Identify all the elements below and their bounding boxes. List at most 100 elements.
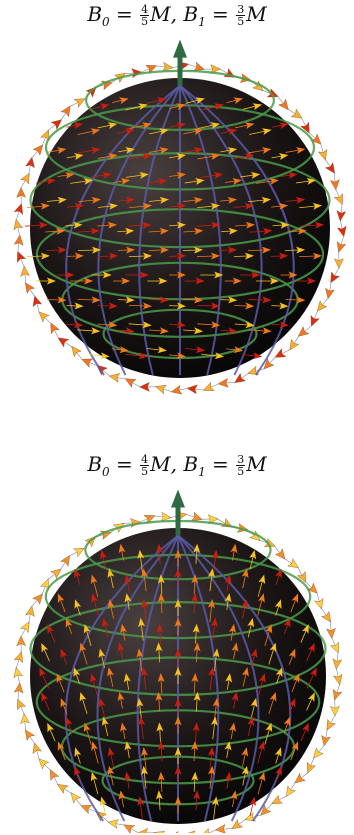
vector-field-arrow-icon bbox=[47, 119, 63, 132]
vector-field-arrow-icon bbox=[149, 128, 169, 136]
vector-field-arrow-icon bbox=[220, 128, 238, 136]
vector-field-arrow-icon bbox=[147, 177, 168, 185]
vector-field-arrow-icon bbox=[286, 227, 307, 235]
vector-field-arrow-icon bbox=[41, 692, 50, 711]
vector-field-arrow-icon bbox=[70, 177, 94, 185]
vector-field-arrow-icon bbox=[79, 642, 88, 665]
vector-field-arrow-icon bbox=[77, 327, 101, 335]
longitude-line bbox=[179, 84, 263, 376]
vector-field-arrow-icon bbox=[249, 227, 273, 235]
vector-field-arrow-icon bbox=[77, 246, 101, 254]
vector-field-arrow-icon bbox=[107, 667, 114, 687]
vector-field-arrow-icon bbox=[168, 321, 186, 329]
vector-field-arrow-icon bbox=[90, 673, 98, 696]
vector-field-arrow-icon bbox=[91, 271, 112, 279]
vector-field-arrow-icon bbox=[241, 599, 249, 619]
vector-field-arrow-icon bbox=[101, 617, 109, 638]
vector-field-arrow-icon bbox=[247, 617, 255, 638]
vector-field-arrow-icon bbox=[208, 765, 215, 789]
vector-field-arrow-icon bbox=[280, 271, 298, 279]
vector-field-arrow-icon bbox=[210, 617, 218, 641]
vector-field-arrow-icon bbox=[57, 593, 66, 613]
vector-field-arrow-icon bbox=[276, 95, 289, 111]
vector-field-arrow-icon bbox=[155, 691, 163, 712]
vector-field-arrow-icon bbox=[193, 642, 201, 663]
vector-field-arrow-icon bbox=[141, 747, 149, 770]
vector-field-arrow-icon bbox=[78, 196, 101, 204]
vector-field-arrow-icon bbox=[66, 252, 84, 260]
vector-field-arrow-icon bbox=[117, 246, 135, 254]
vector-field-arrow-icon bbox=[174, 648, 182, 666]
vector-field-arrow-icon bbox=[17, 250, 27, 268]
vector-field-arrow-icon bbox=[274, 348, 291, 358]
vector-field-arrow-icon bbox=[156, 722, 164, 743]
longitude-line bbox=[136, 535, 179, 822]
vector-field-arrow-icon bbox=[211, 796, 219, 820]
vector-field-arrow-icon bbox=[168, 831, 181, 833]
vector-field-arrow-icon bbox=[336, 203, 347, 222]
vector-field-arrow-icon bbox=[231, 691, 239, 709]
sphere-field-plot bbox=[13, 489, 343, 833]
vector-field-arrow-icon bbox=[337, 235, 347, 253]
vector-field-arrow-icon bbox=[138, 617, 146, 641]
vector-field-arrow-icon bbox=[333, 683, 343, 701]
vector-field-arrow-icon bbox=[66, 153, 84, 160]
vector-field-arrow-icon bbox=[35, 177, 56, 185]
vector-field-arrow-icon bbox=[275, 766, 282, 783]
vector-field-arrow-icon bbox=[169, 153, 186, 160]
vector-field-arrow-icon bbox=[271, 302, 289, 310]
vector-field-arrow-icon bbox=[191, 673, 199, 694]
vector-field-arrow-icon bbox=[74, 599, 82, 616]
vector-field-arrow-icon bbox=[13, 651, 23, 669]
vector-field-arrow-icon bbox=[283, 618, 291, 635]
longitude-line bbox=[179, 85, 222, 376]
vector-field-arrow-icon bbox=[220, 196, 237, 204]
vector-field-arrow-icon bbox=[117, 147, 135, 154]
vector-field-arrow-icon bbox=[157, 741, 165, 762]
vector-field-arrow-icon bbox=[97, 252, 118, 260]
vector-field-arrow-icon bbox=[148, 327, 169, 335]
vector-field-arrow-icon bbox=[326, 714, 336, 731]
vector-field-arrow-icon bbox=[124, 741, 132, 758]
vector-field-arrow-icon bbox=[90, 103, 110, 111]
vector-field-arrow-icon bbox=[197, 302, 221, 310]
vector-field-arrow-icon bbox=[193, 790, 201, 811]
vector-field-arrow-icon bbox=[255, 277, 279, 285]
vector-field-arrow-icon bbox=[226, 97, 244, 105]
vector-field-arrow-icon bbox=[257, 741, 265, 764]
vector-field-arrow-icon bbox=[170, 385, 189, 395]
vector-field-arrow-icon bbox=[296, 566, 307, 583]
longitude-line bbox=[177, 534, 260, 822]
vector-field-arrow-icon bbox=[77, 296, 101, 304]
vector-field-arrow-icon bbox=[314, 591, 324, 610]
vector-field-arrow-icon bbox=[249, 549, 257, 570]
vector-field-arrow-icon bbox=[79, 691, 88, 715]
vector-field-arrow-icon bbox=[271, 252, 289, 260]
vector-field-arrow-icon bbox=[91, 593, 99, 616]
vector-field-arrow-icon bbox=[174, 796, 182, 814]
vector-field-arrow-icon bbox=[74, 766, 81, 783]
vector-field-arrow-icon bbox=[77, 147, 101, 154]
vector-field-arrow-icon bbox=[66, 122, 83, 130]
longitude-line bbox=[177, 535, 220, 822]
vector-field-arrow-icon bbox=[17, 698, 27, 716]
vector-field-arrow-icon bbox=[234, 372, 250, 384]
vector-field-arrow-icon bbox=[57, 337, 74, 348]
vector-field-arrow-icon bbox=[288, 648, 296, 665]
vector-field-arrow-icon bbox=[74, 747, 82, 764]
vector-field-arrow-icon bbox=[112, 97, 129, 105]
vector-field-arrow-icon bbox=[155, 790, 163, 811]
vector-field-arrow-icon bbox=[169, 122, 186, 130]
vector-field-arrow-icon bbox=[285, 196, 306, 204]
vector-field-arrow-icon bbox=[337, 219, 347, 238]
vector-field-arrow-icon bbox=[24, 282, 36, 298]
vector-field-arrow-icon bbox=[193, 691, 201, 712]
vector-field-arrow-icon bbox=[32, 742, 42, 761]
vector-field-arrow-icon bbox=[290, 593, 299, 613]
vector-field-arrow-icon bbox=[141, 568, 148, 592]
vector-field-arrow-icon bbox=[273, 545, 286, 560]
vector-field-arrow-icon bbox=[235, 221, 255, 229]
vector-field-arrow-icon bbox=[224, 277, 242, 285]
vector-field-arrow-icon bbox=[263, 356, 277, 370]
vector-field-arrow-icon bbox=[65, 618, 73, 635]
